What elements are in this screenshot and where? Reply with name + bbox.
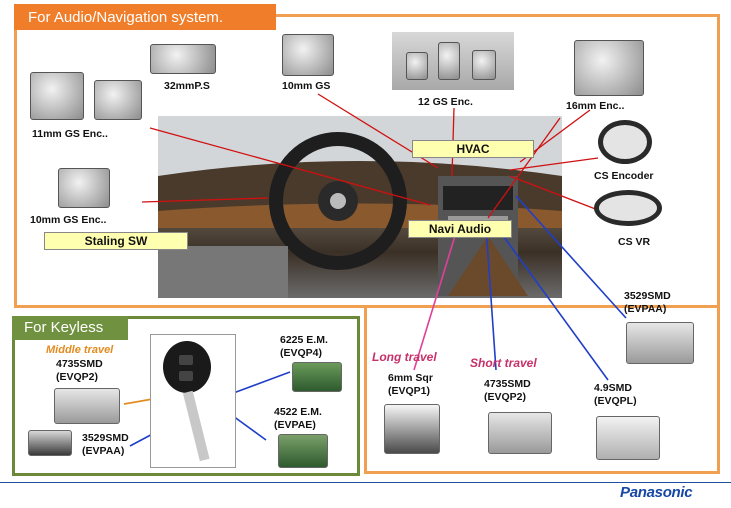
3529smd-evpaa-right-line2: (EVPAA) — [624, 303, 667, 315]
audio-nav-title: For Audio/Navigation system. — [14, 4, 276, 30]
car-key-icon — [163, 341, 211, 462]
32mm-ps-part-image — [150, 44, 216, 74]
audio-nav-frame — [14, 14, 720, 308]
cs-vr-label: CS VR — [618, 236, 651, 248]
hvac-label: HVAC — [412, 140, 534, 158]
6mm-sqr-line2: (EVQP1) — [388, 385, 431, 397]
10mm-gs-enc-label: 10mm GS Enc.. — [30, 214, 107, 226]
10mm-gs-part-image — [282, 34, 334, 76]
16mm-enc-part-image — [574, 40, 644, 96]
footer-divider — [0, 482, 731, 483]
10mm-gs-enc-part-image — [58, 168, 110, 208]
4522-em-line2: (EVPAE) — [274, 419, 316, 431]
6225-em-line2: (EVQP4) — [280, 347, 323, 359]
3529smd-keyless-line2: (EVPAA) — [82, 445, 125, 457]
16mm-enc-label: 16mm Enc.. — [566, 100, 625, 112]
3529smd-part-image-right — [626, 322, 694, 364]
49smd-line2: (EVQPL) — [594, 395, 637, 407]
6mm-sqr-part-image — [384, 404, 440, 454]
6mm-sqr-line1: 6mm Sqr — [388, 372, 433, 384]
3529smd-evpaa-right-line1: 3529SMD — [624, 290, 671, 302]
cs-encoder-label: CS Encoder — [594, 170, 654, 182]
switch-frame — [364, 308, 720, 474]
32mm-ps-label: 32mmP.S — [164, 80, 210, 92]
staling-sw-label: Staling SW — [44, 232, 188, 250]
4735smd-part-image-keyless — [54, 388, 120, 424]
4735smd-keyless-line1: 4735SMD — [56, 358, 103, 370]
4735smd-short-line1: 4735SMD — [484, 378, 531, 390]
12-gs-enc-part-image — [392, 32, 514, 90]
long-travel-label: Long travel — [372, 350, 437, 364]
11mm-gs-enc-label: 11mm GS Enc.. — [32, 128, 108, 140]
4522-em-part-image — [278, 434, 328, 468]
11mm-gs-enc-part-image-a — [30, 72, 84, 120]
12-gs-enc-knob-2 — [438, 42, 460, 80]
keyless-title: For Keyless — [12, 316, 128, 340]
cs-encoder-part-image — [598, 120, 652, 164]
4735smd-keyless-line2: (EVQP2) — [56, 371, 99, 383]
10mm-gs-label: 10mm GS — [282, 80, 331, 92]
6225-em-part-image — [292, 362, 342, 392]
4735smd-short-line2: (EVQP2) — [484, 391, 527, 403]
car-key-photo — [150, 334, 236, 468]
3529smd-part-image-keyless — [28, 430, 72, 456]
3529smd-keyless-line1: 3529SMD — [82, 432, 129, 444]
11mm-gs-enc-part-image-b — [94, 80, 142, 120]
6225-em-line1: 6225 E.M. — [280, 334, 328, 346]
keyless-frame — [12, 316, 360, 476]
4522-em-line1: 4522 E.M. — [274, 406, 322, 418]
12-gs-enc-label: 12 GS Enc. — [418, 96, 473, 108]
navi-audio-label: Navi Audio — [408, 220, 512, 238]
12-gs-enc-knob-1 — [406, 52, 428, 80]
short-travel-label: Short travel — [470, 356, 537, 370]
cs-vr-part-image — [594, 190, 662, 226]
middle-travel-label: Middle travel — [46, 344, 114, 356]
4735smd-part-image-short — [488, 412, 552, 454]
12-gs-enc-knob-3 — [472, 50, 496, 80]
49smd-line1: 4.9SMD — [594, 382, 632, 394]
49smd-part-image — [596, 416, 660, 460]
panasonic-logo: Panasonic — [620, 484, 693, 501]
